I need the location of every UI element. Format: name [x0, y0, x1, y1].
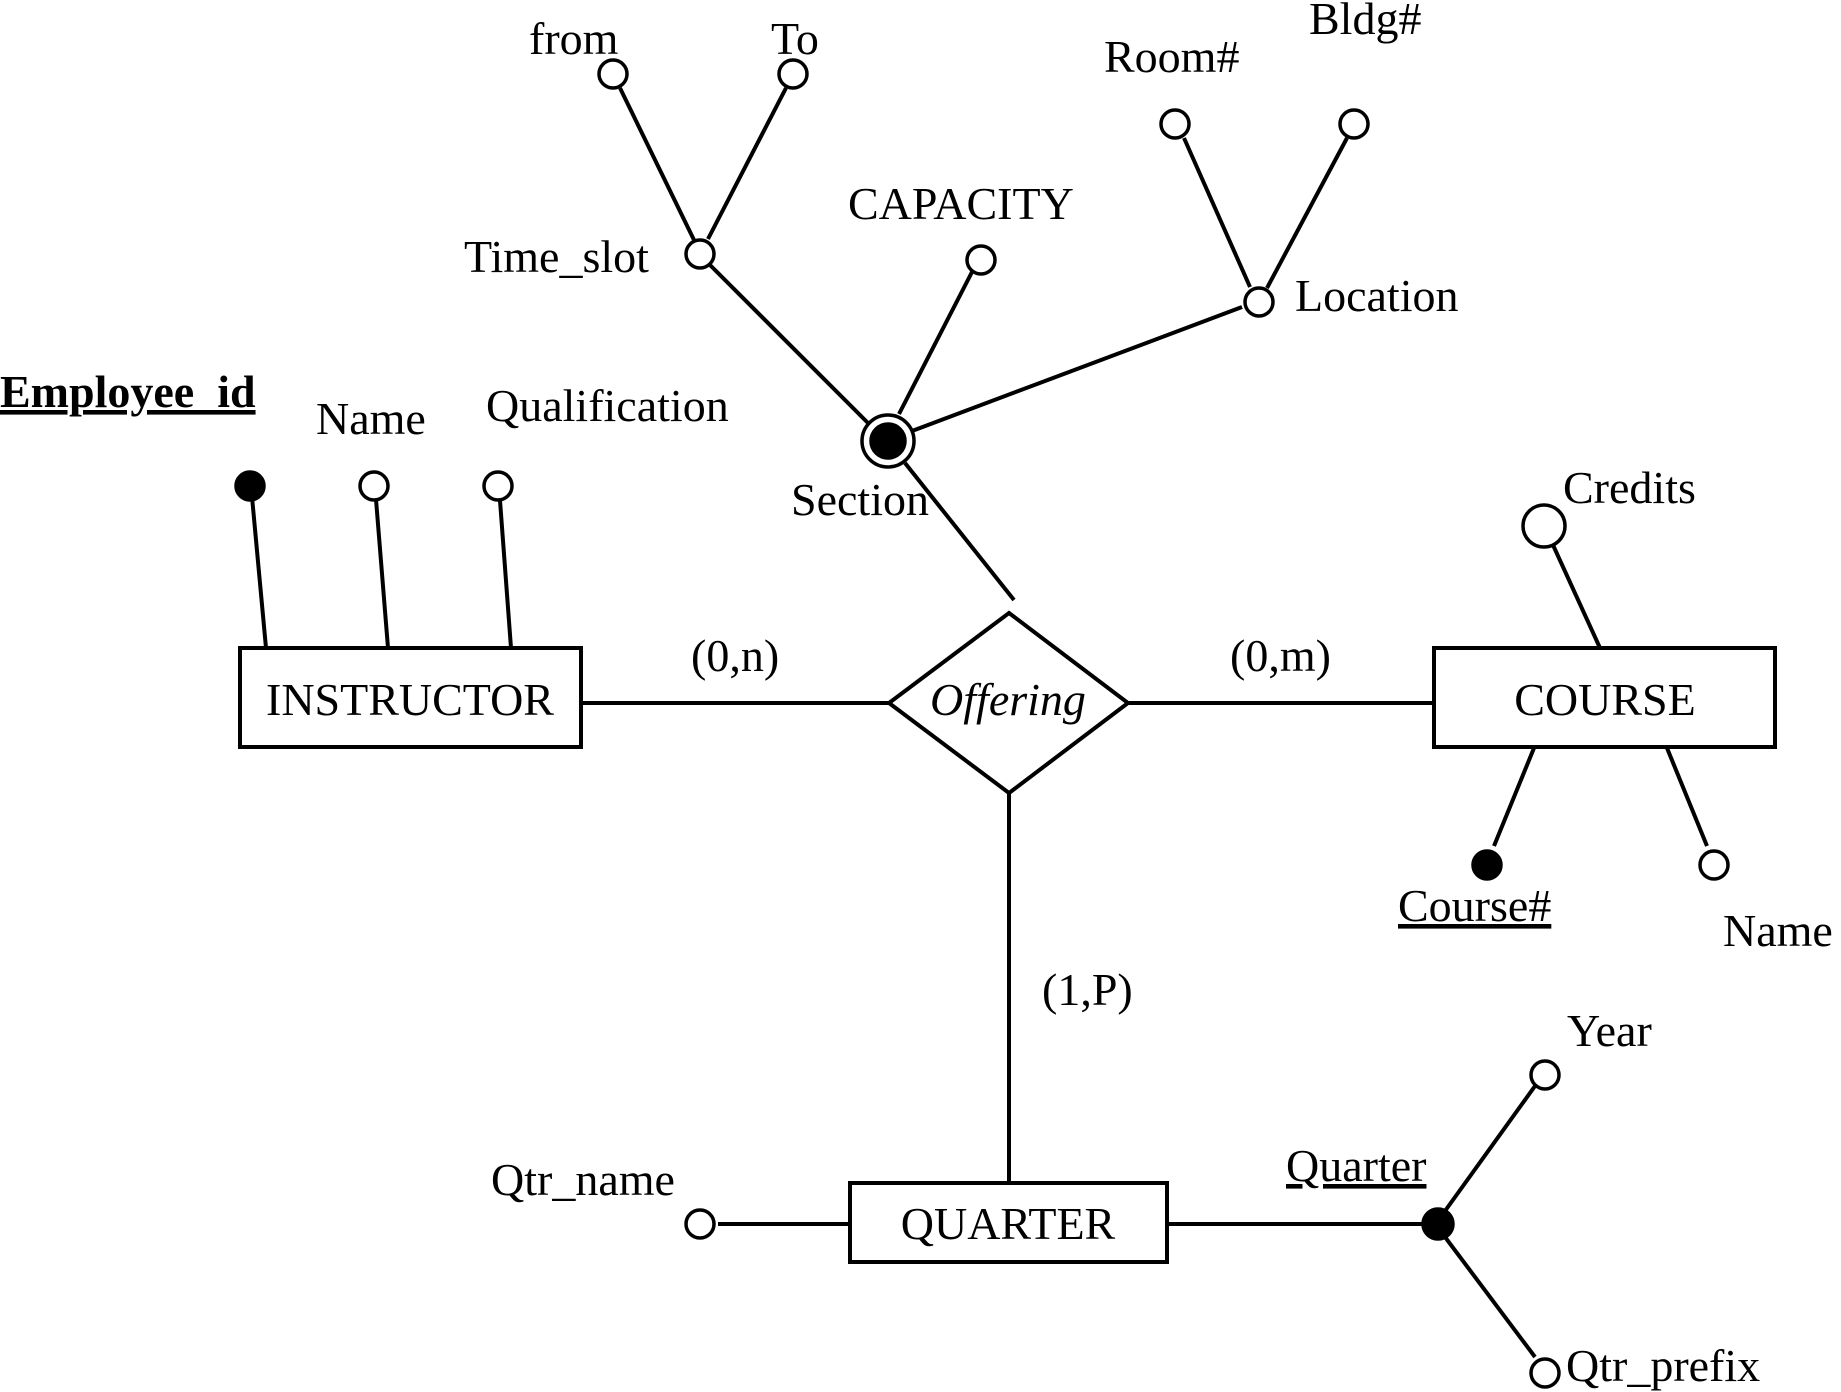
key-attribute-dot-employee-id	[234, 470, 266, 502]
line-key-qtrprefix	[1443, 1235, 1537, 1359]
label-quarter-key: Quarter	[1286, 1140, 1426, 1191]
label-location: Location	[1295, 270, 1459, 321]
label-course-name: Name	[1723, 905, 1833, 956]
entity-instructor-label: INSTRUCTOR	[266, 674, 554, 725]
attribute-markers	[234, 58, 1730, 1389]
connector-lines	[249, 87, 1709, 1359]
line-section-location	[911, 305, 1243, 433]
cardinality-labels: (0,n) (0,m) (1,P)	[691, 630, 1331, 1015]
entity-course-label: COURSE	[1514, 674, 1695, 725]
entity-course: COURSE	[1432, 646, 1777, 749]
label-qtr-prefix: Qtr_prefix	[1566, 1340, 1760, 1391]
line-section-capacity	[897, 271, 974, 415]
entity-instructor: INSTRUCTOR	[238, 646, 583, 749]
section-inner-dot	[869, 422, 907, 460]
label-credits: Credits	[1563, 462, 1696, 513]
attribute-dot-room	[1159, 108, 1191, 140]
label-course-no: Course#	[1398, 880, 1551, 931]
line-location-bldg	[1265, 137, 1349, 289]
label-capacity: CAPACITY	[848, 178, 1074, 229]
label-instructor-name: Name	[316, 393, 426, 444]
line-key-year	[1443, 1084, 1537, 1213]
line-course-credits	[1551, 544, 1602, 649]
entity-quarter: QUARTER	[848, 1181, 1169, 1264]
attribute-dot-time-slot	[684, 238, 716, 270]
line-instructor-name	[373, 486, 390, 649]
cardinality-instructor: (0,n)	[691, 630, 779, 681]
cardinality-quarter: (1,P)	[1042, 964, 1133, 1015]
line-offering-section	[903, 461, 1016, 602]
attribute-dot-bldg	[1338, 108, 1370, 140]
relationship-offering: Offering	[885, 610, 1132, 796]
attribute-dot-credits	[1521, 503, 1567, 549]
label-bldg: Bldg#	[1309, 0, 1421, 44]
label-room: Room#	[1104, 31, 1239, 82]
cardinality-course: (0,m)	[1230, 630, 1331, 681]
attribute-dot-capacity	[965, 244, 997, 276]
attribute-dot-year	[1529, 1059, 1561, 1091]
entity-instructor-box	[238, 646, 583, 749]
label-from: from	[529, 13, 619, 64]
attribute-dot-location	[1243, 286, 1275, 318]
line-location-room	[1182, 137, 1252, 288]
line-course-courseno	[1492, 747, 1536, 847]
line-timeslot-from	[618, 87, 696, 241]
attribute-dot-qtr-name	[684, 1208, 716, 1240]
label-section: Section	[791, 474, 929, 525]
label-to: To	[771, 13, 819, 64]
attribute-dot-instructor-name	[358, 470, 390, 502]
line-employee-id	[249, 485, 268, 649]
attribute-dot-from	[597, 58, 629, 90]
line-section-timeslot	[708, 263, 872, 427]
line-course-name	[1665, 747, 1709, 847]
entity-quarter-box	[848, 1181, 1169, 1264]
label-employee-id: Employee_id	[0, 366, 256, 417]
relationship-offering-diamond	[885, 610, 1132, 796]
label-qtr-name: Qtr_name	[491, 1154, 675, 1205]
attribute-dot-course-name	[1698, 849, 1730, 881]
key-attribute-dot-quarter	[1421, 1207, 1455, 1241]
line-qualification	[497, 486, 513, 649]
entity-course-box	[1432, 646, 1777, 749]
key-attribute-dot-course-no	[1471, 849, 1503, 881]
label-year: Year	[1567, 1005, 1652, 1056]
entity-quarter-label: QUARTER	[901, 1198, 1116, 1249]
attribute-dot-to	[777, 58, 809, 90]
label-time-slot: Time_slot	[464, 231, 649, 282]
attribute-dot-qualification	[482, 470, 514, 502]
relationship-offering-label: Offering	[930, 674, 1086, 725]
line-timeslot-to	[706, 87, 788, 240]
label-qualification: Qualification	[486, 380, 729, 431]
attribute-dot-qtr-prefix	[1529, 1357, 1561, 1389]
